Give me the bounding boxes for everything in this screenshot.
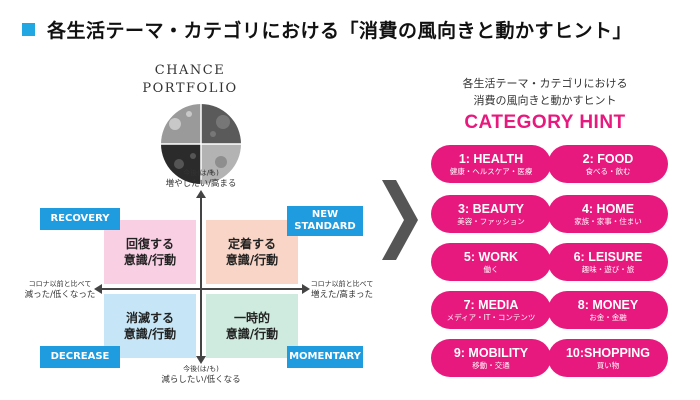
category-shopping-button[interactable]: 10:SHOPPING 買い物 (548, 339, 668, 377)
logo-text-line2: PORTFOLIO (142, 81, 238, 96)
category-beauty-button[interactable]: 3: BEAUTY 美容・ファッション (431, 195, 551, 233)
category-desc: 買い物 (596, 360, 620, 370)
axis-label-right-sub: コロナ以前と比べて (310, 280, 374, 288)
axis-label-top-sub: 今後(は/も) (183, 169, 219, 177)
quadrant-temporary-line2: 意識/行動 (225, 327, 279, 341)
category-name: 1: HEALTH (458, 151, 524, 166)
axis-arrow-left-icon (94, 284, 102, 294)
category-desc: 家族・家事・住まい (574, 216, 642, 226)
category-desc: 美容・ファッション (457, 216, 525, 226)
quadrant-establish-line2: 意識/行動 (225, 253, 279, 267)
category-name: 4: HOME (581, 201, 635, 216)
header-square-icon (22, 23, 35, 36)
tag-recovery: RECOVERY (40, 208, 120, 230)
quadrant-temporary: 一時的意識/行動 (206, 294, 298, 358)
category-desc: 食べる・飲む (585, 166, 631, 176)
horizontal-axis (100, 288, 304, 290)
quadrant-recover-line2: 意識/行動 (123, 253, 177, 267)
category-name: 6: LEISURE (573, 249, 643, 264)
axis-label-left-sub: コロナ以前と比べて (28, 280, 92, 288)
axis-arrow-right-icon (302, 284, 310, 294)
axis-label-top: 今後(は/も) 増やしたい/高まる (150, 168, 252, 190)
axis-label-bottom: 今後(は/も) 減らしたい/低くなる (150, 364, 252, 386)
category-name: 3: BEAUTY (458, 201, 524, 216)
category-mobility-button[interactable]: 9: MOBILITY 移動・交通 (431, 339, 551, 377)
logo-text-line1: CHANCE (154, 63, 226, 78)
axis-arrow-down-icon (196, 356, 206, 364)
quadrant-disappear-line2: 意識/行動 (123, 327, 177, 341)
tag-new-standard: NEW STANDARD (287, 206, 363, 236)
axis-label-bottom-main: 減らしたい/低くなる (161, 375, 241, 385)
axis-label-top-main: 増やしたい/高まる (165, 179, 237, 189)
vertical-axis (200, 196, 202, 359)
quadrant-temporary-line1: 一時的 (233, 311, 270, 325)
tag-decrease: DECREASE (40, 346, 120, 368)
chance-portfolio-logo-icon (161, 104, 241, 184)
quadrant-recover: 回復する意識/行動 (104, 220, 196, 284)
category-subtitle-line2: 消費の風向きと動かすヒント (473, 94, 617, 107)
category-desc: お金・金融 (589, 312, 627, 322)
category-name: 9: MOBILITY (453, 345, 529, 360)
axis-arrow-up-icon (196, 190, 206, 198)
category-name: 10:SHOPPING (565, 345, 651, 360)
tag-momentary: MOMENTARY (287, 346, 363, 368)
category-desc: メディア・IT・コンテンツ (446, 312, 536, 322)
category-home-button[interactable]: 4: HOME 家族・家事・住まい (548, 195, 668, 233)
category-desc: 趣味・遊び・旅 (581, 264, 635, 274)
page-header: 各生活テーマ・カテゴリにおける「消費の風向きと動かすヒント」 (22, 16, 632, 43)
category-food-button[interactable]: 2: FOOD 食べる・飲む (548, 145, 668, 183)
quadrant-disappear-line1: 消滅する (125, 311, 174, 325)
category-health-button[interactable]: 1: HEALTH 健康・ヘルスケア・医療 (431, 145, 551, 183)
category-subtitle-line1: 各生活テーマ・カテゴリにおける (462, 77, 628, 90)
category-hint-title: CATEGORY HINT (464, 112, 626, 133)
category-media-button[interactable]: 7: MEDIA メディア・IT・コンテンツ (431, 291, 551, 329)
axis-label-left: コロナ以前と比べて 減った/低くなった (18, 279, 102, 301)
category-desc: 移動・交通 (472, 360, 510, 370)
category-name: 8: MONEY (577, 297, 639, 312)
category-desc: 健康・ヘルスケア・医療 (449, 166, 533, 176)
category-leisure-button[interactable]: 6: LEISURE 趣味・遊び・旅 (548, 243, 668, 281)
category-name: 2: FOOD (582, 151, 634, 166)
tag-new-standard-line2: STANDARD (294, 221, 356, 232)
axis-label-bottom-sub: 今後(は/も) (183, 365, 219, 373)
category-name: 5: WORK (463, 249, 519, 264)
tag-new-standard-line1: NEW (311, 209, 339, 220)
category-work-button[interactable]: 5: WORK 働く (431, 243, 551, 281)
axis-label-right-main: 増えた/高まった (310, 290, 374, 300)
axis-label-right: コロナ以前と比べて 増えた/高まった (300, 279, 384, 301)
category-money-button[interactable]: 8: MONEY お金・金融 (548, 291, 668, 329)
axis-label-left-main: 減った/低くなった (24, 290, 96, 300)
quadrant-establish-line1: 定着する (227, 237, 276, 251)
quadrant-establish: 定着する意識/行動 (206, 220, 298, 284)
chevron-right-icon (382, 180, 418, 260)
page-title: 各生活テーマ・カテゴリにおける「消費の風向きと動かすヒント」 (47, 20, 633, 42)
category-desc: 働く (483, 264, 499, 274)
quadrant-recover-line1: 回復する (125, 237, 174, 251)
category-name: 7: MEDIA (463, 297, 519, 312)
